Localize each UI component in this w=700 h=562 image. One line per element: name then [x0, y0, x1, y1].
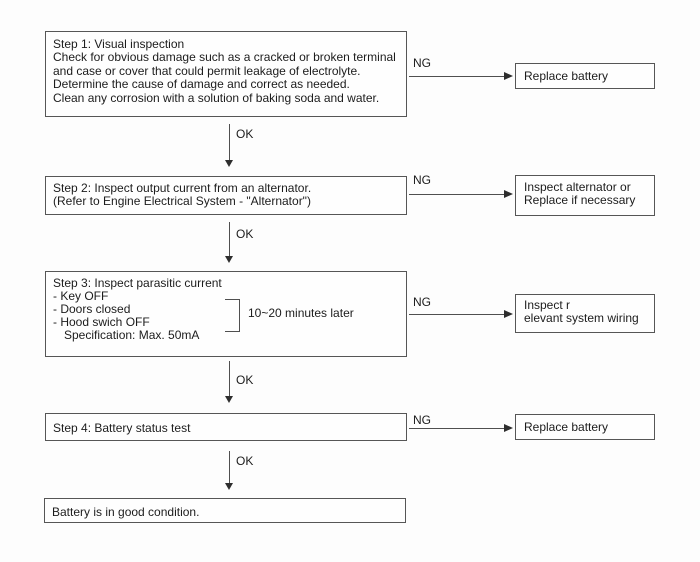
- ok-label-step3: OK: [236, 373, 254, 387]
- ok-label-step4: OK: [236, 454, 254, 468]
- ng-label-step2: NG: [413, 173, 431, 187]
- ng-arrowhead-step3: [504, 310, 513, 318]
- ng-arrow-line-step2: [409, 194, 504, 195]
- step3-box: Step 3: Inspect parasitic current - Key …: [45, 271, 407, 357]
- ok-arrowhead-step2: [225, 256, 233, 263]
- ng-arrow-line-step1: [409, 76, 504, 77]
- ng-action-step2-box: Inspect alternator or Replace if necessa…: [515, 175, 655, 216]
- ok-arrowhead-step1: [225, 160, 233, 167]
- ng-label-step4: NG: [413, 413, 431, 427]
- ok-arrow-line-step1: [229, 124, 230, 160]
- step3-title: Step 3: Inspect parasitic current: [53, 276, 222, 290]
- step2-box: Step 2: Inspect output current from an a…: [45, 176, 407, 215]
- ng-action-step4-box: Replace battery: [515, 414, 655, 440]
- step3-condition: - Hood swich OFF: [53, 315, 150, 329]
- ng-label-step1: NG: [413, 56, 431, 70]
- step4-box: Step 4: Battery status test: [45, 413, 407, 441]
- ng-action-step3-box: Inspect r elevant system wiring: [515, 294, 655, 333]
- ng-action-step1-box: Replace battery: [515, 63, 655, 89]
- step3-timing-note: 10~20 minutes later: [248, 306, 354, 320]
- ok-arrow-line-step3: [229, 361, 230, 396]
- step3-condition: - Doors closed: [53, 302, 131, 316]
- step3-specification: Specification: Max. 50mA: [64, 328, 200, 342]
- ok-arrow-line-step2: [229, 222, 230, 256]
- ok-label-step2: OK: [236, 227, 254, 241]
- ok-arrowhead-step4: [225, 483, 233, 490]
- ng-arrow-line-step4: [409, 428, 504, 429]
- ok-arrowhead-step3: [225, 396, 233, 403]
- ok-arrow-line-step4: [229, 451, 230, 483]
- ng-arrowhead-step4: [504, 424, 513, 432]
- ng-label-step3: NG: [413, 295, 431, 309]
- ng-arrow-line-step3: [409, 314, 504, 315]
- ng-arrowhead-step2: [504, 190, 513, 198]
- ng-arrowhead-step1: [504, 72, 513, 80]
- result-box: Battery is in good condition.: [44, 498, 406, 523]
- step1-box: Step 1: Visual inspection Check for obvi…: [45, 31, 407, 117]
- step3-condition: - Key OFF: [53, 289, 109, 303]
- ok-label-step1: OK: [236, 127, 254, 141]
- step3-timing-bracket: [225, 299, 240, 332]
